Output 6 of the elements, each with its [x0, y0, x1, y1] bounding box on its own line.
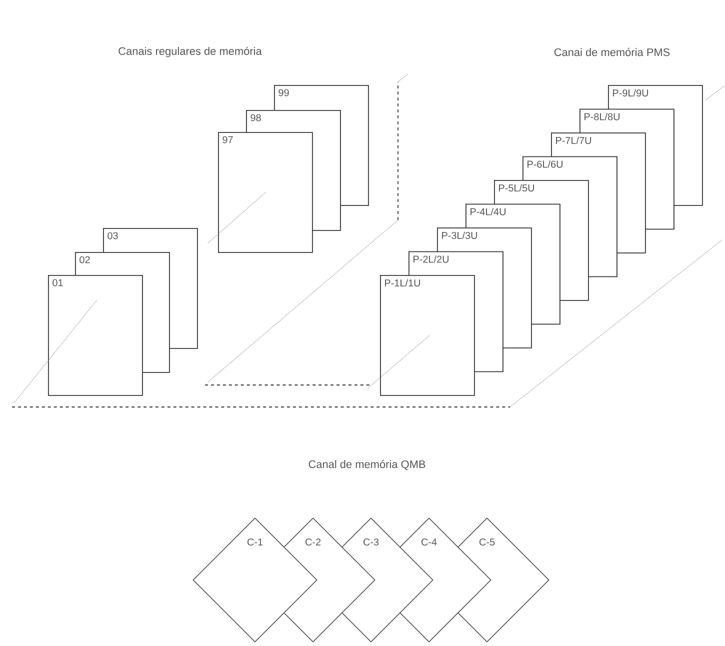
section-heading: Canai de memória PMS: [554, 48, 670, 56]
memory-card: 01: [48, 275, 143, 396]
section-heading: Canal de memória QMB: [308, 460, 426, 470]
section-heading: Canais regulares de memória: [118, 46, 262, 58]
memory-card: 97: [218, 132, 313, 253]
memory-card: P-1L/1U: [380, 275, 475, 396]
